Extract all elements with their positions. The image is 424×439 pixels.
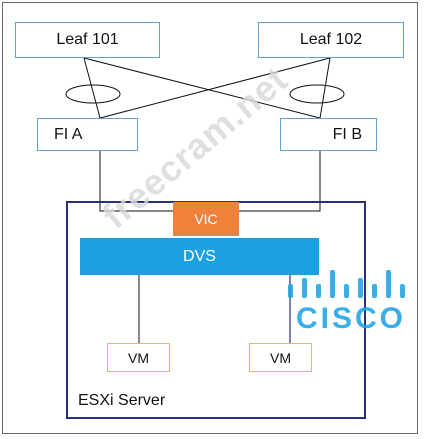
link-leaf102-fib xyxy=(319,57,331,119)
cisco-bars-icon xyxy=(288,270,405,298)
link-fia-vic xyxy=(99,151,173,212)
link-fib-vic xyxy=(239,151,321,212)
diagram-border xyxy=(2,2,418,434)
fabric-interconnect-a: FI A xyxy=(37,118,138,151)
cisco-wordmark: CISCO xyxy=(296,302,407,335)
link-leaf101-fia xyxy=(83,57,101,119)
leaf-102-node: Leaf 102 xyxy=(258,22,404,58)
link-leaf102-fia xyxy=(99,57,331,119)
fabric-interconnect-b: FI B xyxy=(280,118,377,151)
vm-right: VM xyxy=(249,343,312,372)
cisco-logo: CISCO xyxy=(284,266,414,336)
port-channel-a xyxy=(65,84,121,104)
dvs-switch: DVS xyxy=(80,238,319,275)
esxi-server-label: ESXi Server xyxy=(78,392,166,409)
vic-adapter: VIC xyxy=(173,202,239,236)
port-channel-b xyxy=(289,84,345,104)
vm-left: VM xyxy=(107,343,170,372)
leaf-101-node: Leaf 101 xyxy=(15,22,160,58)
link-leaf101-fib xyxy=(83,57,321,119)
